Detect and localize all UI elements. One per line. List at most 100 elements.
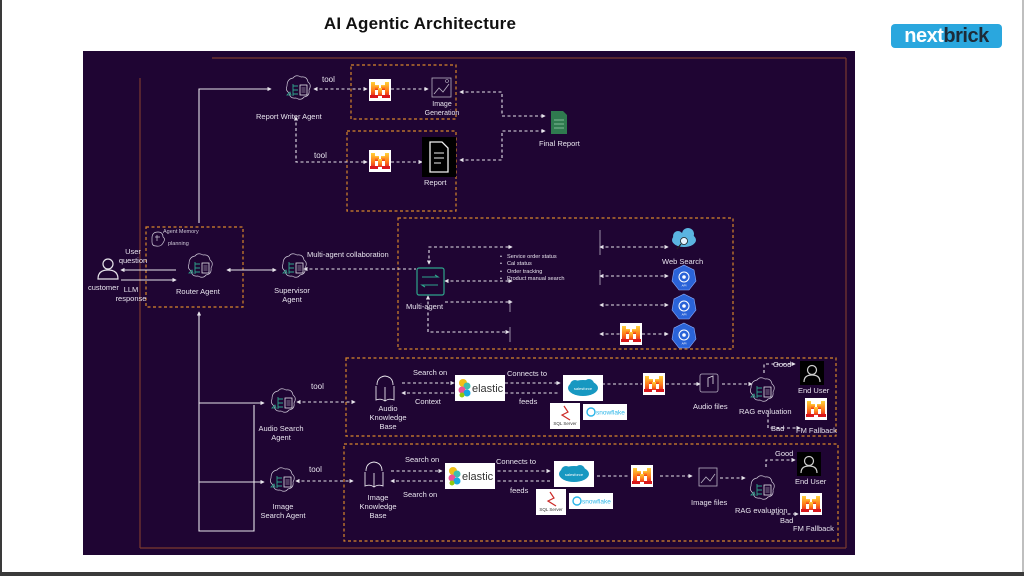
router-to-search-agents-trunk xyxy=(198,312,255,532)
web-search-label: Web Search xyxy=(662,257,704,266)
logo-part-next: next xyxy=(904,25,944,47)
api-endpoint-icon xyxy=(671,293,697,320)
multi-agent-label: Multi-agent xyxy=(406,302,444,311)
router-to-report-writer-connector xyxy=(198,86,272,223)
bad-label: Bad xyxy=(771,424,785,433)
mistral-model-icon-audio xyxy=(643,373,665,395)
multi-agent-task-list: Service order status Cal status Order tr… xyxy=(500,254,565,284)
audio-search-agent-label: Audio Search Agent xyxy=(258,424,304,442)
image-search-agent-icon[interactable] xyxy=(269,467,295,492)
router-group xyxy=(145,226,244,308)
customer-label: customer xyxy=(88,283,119,292)
good-label: Good xyxy=(775,449,794,458)
sql-server-logo xyxy=(549,402,581,430)
nextbrick-logo: nextbrick xyxy=(891,24,1002,48)
supervisor-agent-label: Supervisor Agent xyxy=(274,286,310,304)
mistral-model-icon-image xyxy=(631,465,653,487)
router-agent-label: Router Agent xyxy=(176,287,220,296)
audio-search-agent-icon[interactable] xyxy=(270,388,296,413)
outer-frame xyxy=(139,57,847,549)
web-search-icon xyxy=(672,228,696,250)
elastic-logo xyxy=(455,375,505,401)
slide-title: AI Agentic Architecture xyxy=(323,14,517,33)
good-label: Good xyxy=(773,360,792,369)
agent-memory-label: Agent Memory xyxy=(163,229,199,235)
image-rag-evaluation-icon xyxy=(749,475,775,500)
rag-evaluation-label: RAG evaluation xyxy=(739,407,792,416)
audio-files-icon xyxy=(699,373,719,393)
fm-fallback-label: FM Fallback xyxy=(793,524,834,533)
audio-files-label: Audio files xyxy=(693,402,728,411)
end-user-icon-image xyxy=(796,451,822,477)
image-knowledge-base-label: Image Knowledge Base xyxy=(359,493,397,520)
image-generation-label: Image Generation xyxy=(424,101,460,117)
slide-bottom-border xyxy=(0,572,1024,576)
tool-label: tool xyxy=(314,151,327,160)
feeds-label: feeds xyxy=(510,486,529,495)
salesforce-logo xyxy=(554,461,594,487)
sql-server-logo xyxy=(535,488,567,516)
connects-to-label: Connects to xyxy=(496,457,537,466)
connects-to-label: Connects to xyxy=(507,369,548,378)
agent-memory-icon xyxy=(151,231,165,247)
salesforce-logo xyxy=(563,375,603,401)
image-generation-group xyxy=(350,64,457,120)
mistral-model-icon-image-gen xyxy=(369,79,391,101)
multi-agent-collaboration-label: Multi-agent collaboration xyxy=(307,250,389,259)
audio-knowledge-base-label: Audio Knowledge Base xyxy=(369,404,407,431)
image-knowledge-base-icon xyxy=(364,461,384,488)
snowflake-logo xyxy=(568,492,614,510)
slide-left-border xyxy=(0,0,2,576)
snowflake-logo xyxy=(582,403,628,421)
mistral-model-icon-report xyxy=(369,150,391,172)
multi-agent-group xyxy=(397,217,734,350)
mistral-model-icon-multi-agent xyxy=(620,323,642,345)
elastic-logo xyxy=(445,463,495,489)
task-item: Cal status xyxy=(500,261,565,268)
image-files-icon xyxy=(698,467,718,487)
context-label: Context xyxy=(415,397,441,406)
tool-label: tool xyxy=(311,382,324,391)
tool-label: tool xyxy=(322,75,335,84)
tool-label: tool xyxy=(309,465,322,474)
user-question-label: User question xyxy=(118,247,148,265)
api-endpoint-icon xyxy=(671,322,697,349)
slide-right-border xyxy=(1022,0,1024,576)
bad-label: Bad xyxy=(780,516,794,525)
image-search-agent-label: Image Search Agent xyxy=(260,502,306,520)
audio-search-group xyxy=(345,357,837,437)
search-on-label: Search on xyxy=(405,455,440,464)
end-user-label: End User xyxy=(795,477,827,486)
image-files-label: Image files xyxy=(691,498,728,507)
multi-agent-icon[interactable] xyxy=(416,267,445,296)
supervisor-agent-icon[interactable] xyxy=(281,253,307,278)
report-document-icon xyxy=(422,137,456,177)
search-on-label: Search on xyxy=(403,490,438,499)
planning-label: planning xyxy=(168,241,189,247)
task-item: Service order status xyxy=(500,254,565,261)
customer-user-icon[interactable] xyxy=(97,258,119,280)
fm-fallback-icon-audio xyxy=(805,398,827,420)
final-report-icon xyxy=(551,111,567,134)
logo-part-brick: brick xyxy=(943,25,989,47)
report-writer-agent-icon[interactable] xyxy=(285,75,311,100)
report-label: Report xyxy=(424,178,447,187)
end-user-label: End User xyxy=(798,386,830,395)
fm-fallback-label: FM Fallback xyxy=(796,426,837,435)
search-on-label: Search on xyxy=(413,368,448,377)
image-generation-icon xyxy=(431,77,452,98)
report-writer-agent-label: Report Writer Agent xyxy=(256,112,322,121)
task-item: Product manual search xyxy=(500,276,565,283)
feeds-label: feeds xyxy=(519,397,538,406)
audio-rag-evaluation-icon xyxy=(749,377,775,402)
fm-fallback-icon-image xyxy=(800,493,822,515)
task-item: Order tracking xyxy=(500,269,565,276)
end-user-icon-audio xyxy=(799,360,825,386)
api-endpoint-icon xyxy=(671,264,697,291)
image-search-group xyxy=(343,443,839,542)
final-report-label: Final Report xyxy=(539,139,580,148)
rag-evaluation-label: RAG evaluation xyxy=(735,506,788,515)
llm-response-label: LLM response xyxy=(115,285,147,303)
router-agent-icon[interactable] xyxy=(187,253,213,278)
